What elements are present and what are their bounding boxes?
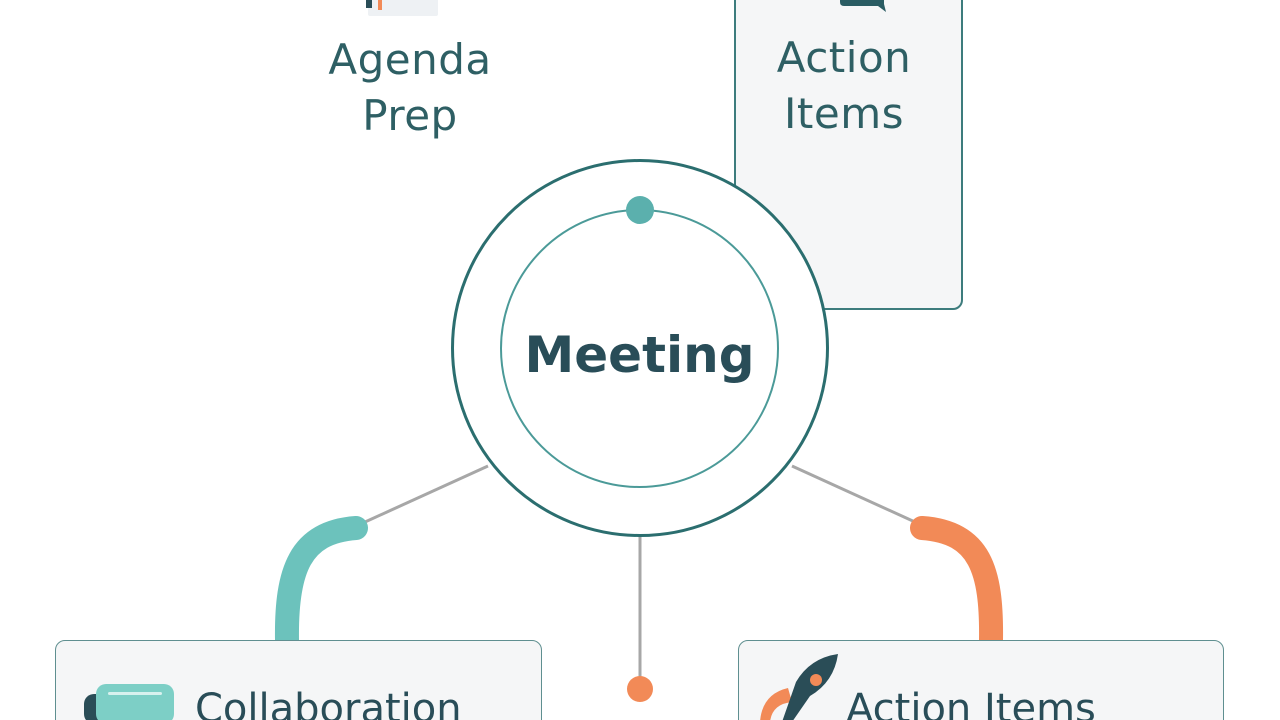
calendar-icon bbox=[366, 0, 438, 16]
meeting-hub-inner-ring bbox=[500, 209, 779, 488]
arc-orange-right bbox=[910, 516, 1004, 652]
connector-left bbox=[364, 464, 489, 524]
arc-teal-left bbox=[274, 516, 368, 652]
connector-bottom-dot bbox=[627, 676, 653, 702]
action-items-top-label-line2: Items bbox=[784, 89, 904, 138]
meeting-hub-title[interactable]: Meeting bbox=[524, 326, 755, 384]
action-items-bottom-label: Action Items bbox=[846, 686, 1096, 720]
connector-right bbox=[791, 464, 916, 524]
rocket-icon bbox=[760, 654, 838, 720]
speech-bubble-icon bbox=[840, 0, 886, 12]
action-items-top-label-line1: Action bbox=[776, 33, 912, 82]
agenda-prep-label-line1: Agenda bbox=[328, 35, 492, 84]
hub-marker-dot bbox=[626, 196, 654, 224]
collaboration-label: Collaboration bbox=[195, 686, 462, 720]
agenda-prep-label-line2: Prep bbox=[362, 91, 458, 140]
chat-bubbles-icon bbox=[84, 684, 174, 720]
